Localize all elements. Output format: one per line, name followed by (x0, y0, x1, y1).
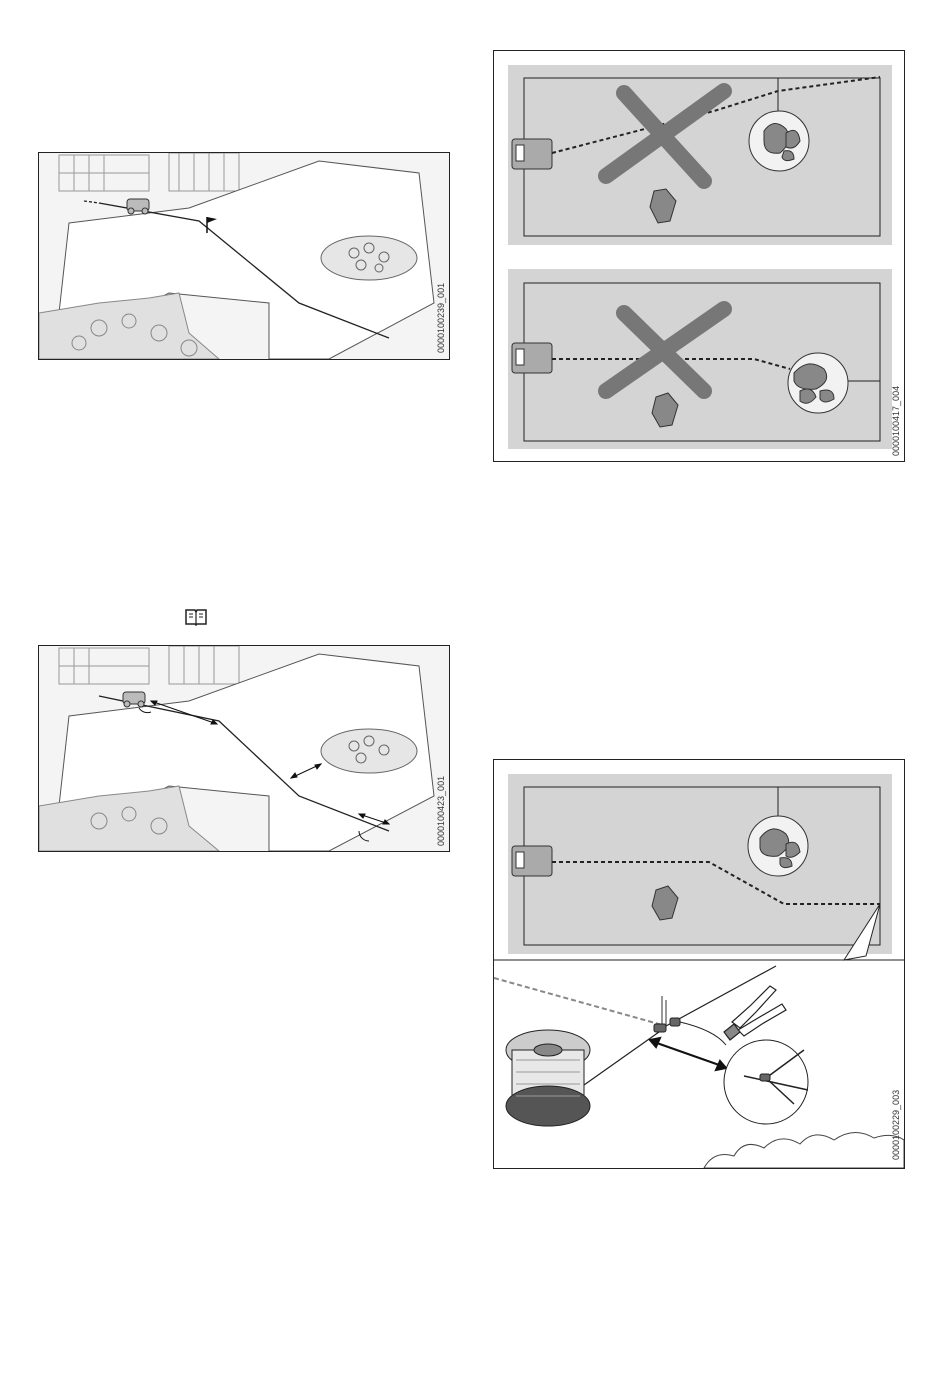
docking-station-icon (512, 139, 552, 169)
wire-connection-illustration (494, 760, 904, 1168)
lawn-distances-illustration (39, 646, 449, 851)
routing-panel-correct (508, 269, 892, 449)
distance-arrow-icon (650, 1038, 726, 1070)
figure-id: 0000100423_001 (436, 776, 446, 846)
figure-guide-wire-routing: 0000100417_004 (493, 50, 905, 462)
lawn-scene (494, 966, 904, 1168)
flower-bed-icon (321, 236, 417, 280)
docking-station-icon (512, 343, 552, 373)
guide-wire-routing-illustration (494, 51, 904, 461)
routing-panel-wire (508, 774, 892, 960)
lawn-boundary-illustration (39, 153, 449, 359)
flower-bed-icon (788, 353, 848, 413)
figure-lawn-distances: 0000100423_001 (38, 645, 450, 852)
figure-id: 0000100229_003 (891, 1090, 901, 1160)
pliers-icon (724, 986, 786, 1040)
shrub-icon (704, 1132, 904, 1168)
wire-spool-icon (506, 1030, 590, 1126)
figure-id: 0000100239_001 (436, 283, 446, 353)
figure-wire-connection: 0000100229_003 (493, 759, 905, 1169)
routing-panel-incorrect (508, 65, 892, 245)
docking-station-icon (512, 846, 552, 876)
book-icon (184, 608, 208, 626)
flower-bed-icon (748, 816, 808, 876)
figure-id: 0000100417_004 (891, 386, 901, 456)
magnifier-detail-icon (724, 1040, 808, 1124)
flower-bed-icon (321, 729, 417, 773)
figure-lawn-boundary: 0000100239_001 (38, 152, 450, 360)
flower-bed-icon (749, 111, 809, 171)
